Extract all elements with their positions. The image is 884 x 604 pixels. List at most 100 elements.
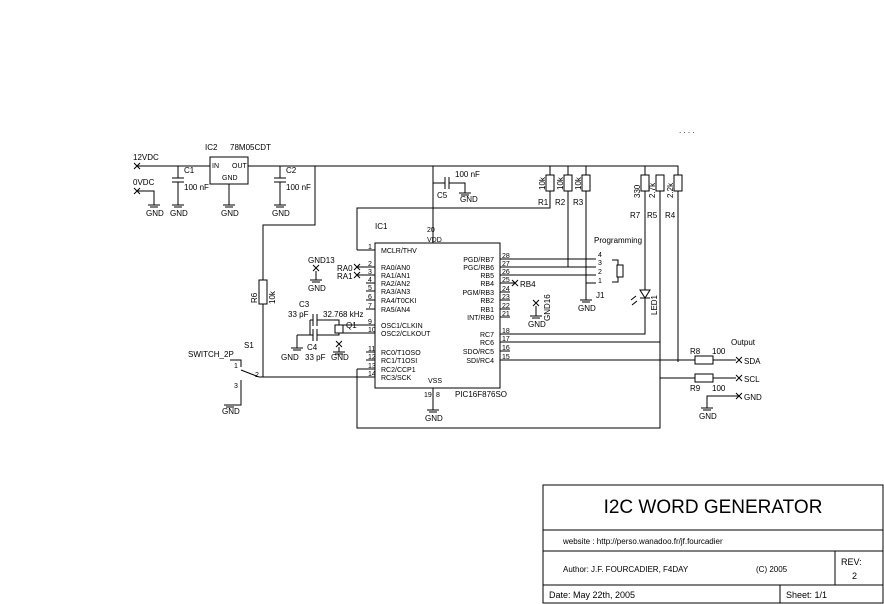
mcu-pin-name: RA0/AN0 [381,265,410,272]
wire-scl [659,342,695,379]
resistor-r4-icon [673,174,683,192]
gnd-label: GND [331,353,349,362]
gnd-label: GND [272,209,290,218]
mcu-pin-name: SDI/RC4 [466,358,494,365]
resistor-r9-icon [694,373,714,383]
capacitor-c4-icon [312,329,318,341]
sda-label: SDA [744,357,761,366]
mcu-pin-name: MCLR/THV [381,248,417,255]
j1-plug-icon [616,264,624,278]
led-emission-icon [630,295,638,306]
copyright-text: (C) 2005 [756,565,788,574]
mcu-pin-number: 14 [368,371,376,378]
mcu-pin-name: RB4 [480,281,494,288]
mcu-pin-number: 28 [502,253,510,260]
capacitor-c3-icon [312,314,318,326]
r2-ref: R2 [555,198,566,207]
gnd-icon [172,204,184,208]
mcu-pin-number: 10 [368,327,376,334]
gnd-label: GND [146,209,164,218]
wire-r1-bottom [542,191,551,209]
gnd-icon [701,407,713,411]
gnd-icon [224,404,236,408]
r9-ref: R9 [690,384,701,393]
oscillator-section: C3 33 pF 32.768 kHz Q1 C4 33 pF GND GND [281,300,375,362]
c2-ref: C2 [286,166,297,175]
capacitor-c5-icon [444,177,450,189]
c5-ref: C5 [437,191,448,200]
ra-section: GND13 GND RA0 RA1 [308,256,375,293]
gnd-label: GND [460,195,478,204]
mcu-vss-label: VSS [428,378,442,385]
r3-ref: R3 [573,198,584,207]
gnd-label: GND [578,304,596,313]
r5-value: 2.7k [648,182,657,198]
mcu-pin-name: OSC2/CLKOUT [381,331,431,338]
mcu-pin-number: 12 [368,354,376,361]
mcu-pin-number: 1 [368,244,372,251]
r7-value: 330 [633,184,642,198]
c4-ref: C4 [307,343,318,352]
gnd-label: GND [425,414,443,423]
wire-0v-gnd [137,190,155,205]
crystal-nc-icon [335,340,343,348]
mcu-pin-name: RA5/AN4 [381,307,410,314]
switch-pin: 1 [234,363,238,370]
j1-pin: 1 [598,278,602,285]
mcu-pin-number: 18 [502,328,510,335]
mcu-pin-number: 7 [368,303,372,310]
r2-value: 10k [556,176,565,190]
mcu-pin-number: 26 [502,269,510,276]
r1-value: 10k [538,176,547,190]
wire-out-gnd [706,395,739,408]
mcu-vdd-label: VDD [427,237,442,244]
programming-label: Programming [594,236,642,245]
mcu-pin-name: RC1/T1OSI [381,358,417,365]
mcu-pin-name: SDO/RC5 [463,349,494,356]
scl-label: SCL [744,375,760,384]
resistor-r6-icon [258,279,268,305]
ic2-pin-gnd: GND [222,175,238,182]
gnd-icon [530,315,542,319]
led-ref: LED1 [650,294,659,315]
ra1-label: RA1 [337,272,353,281]
wire-sw-pin1 [230,359,242,367]
mcu-pin-name: RA3/AN3 [381,289,410,296]
ic2-pin-in: IN [212,163,219,170]
j1-pin: 4 [598,252,602,259]
j1-ref: J1 [596,291,605,300]
rev-value: 2 [852,571,857,581]
wire-osc1 [317,319,375,326]
ra0-label: RA0 [337,264,353,273]
j1-pin: 3 [598,260,602,267]
title-block: I2C WORD GENERATOR website : http://pers… [542,484,884,604]
mcu-pin-name: RA1/AN1 [381,273,410,280]
r6-ref: R6 [250,292,259,303]
gnd-icon [223,204,235,208]
mcu-pin-number: 16 [502,345,510,352]
programming-section: 10k 10k 10k R1 R2 R3 GND Programming 4 3… [500,166,642,329]
r5-ref: R5 [647,211,658,220]
gnd-icon [310,279,322,283]
gnd-icon [274,204,286,208]
mcu-pin-number: 23 [502,294,510,301]
mcu-pin-number: 15 [502,354,510,361]
reset-switch-section: R6 10k SWITCH_2P S1 GND 1 2 3 [188,190,661,429]
c2-value: 100 nF [286,183,311,192]
mcu-pin-number: 5 [368,285,372,292]
capacitor-c1-icon [172,177,184,183]
mcu-pin-name: PGD/RB7 [463,257,494,264]
mcu-pin-name: OSC1/CLKIN [381,323,423,330]
scl-terminal-icon [735,374,743,382]
c1-ref: C1 [184,166,195,175]
ic2-ref: IC2 [205,143,218,152]
switch-lever-icon [240,369,260,378]
mcu-pin-name: PGC/RB6 [463,265,494,272]
rev-label: REV: [841,557,862,567]
resistor-r2-icon [563,174,573,192]
mcu-pin-number: 22 [502,303,510,310]
gnd-label: GND [308,284,326,293]
j1-pin: 2 [598,269,602,276]
rb4-label: RB4 [520,280,536,289]
label-12vdc: 12VDC [133,153,159,162]
